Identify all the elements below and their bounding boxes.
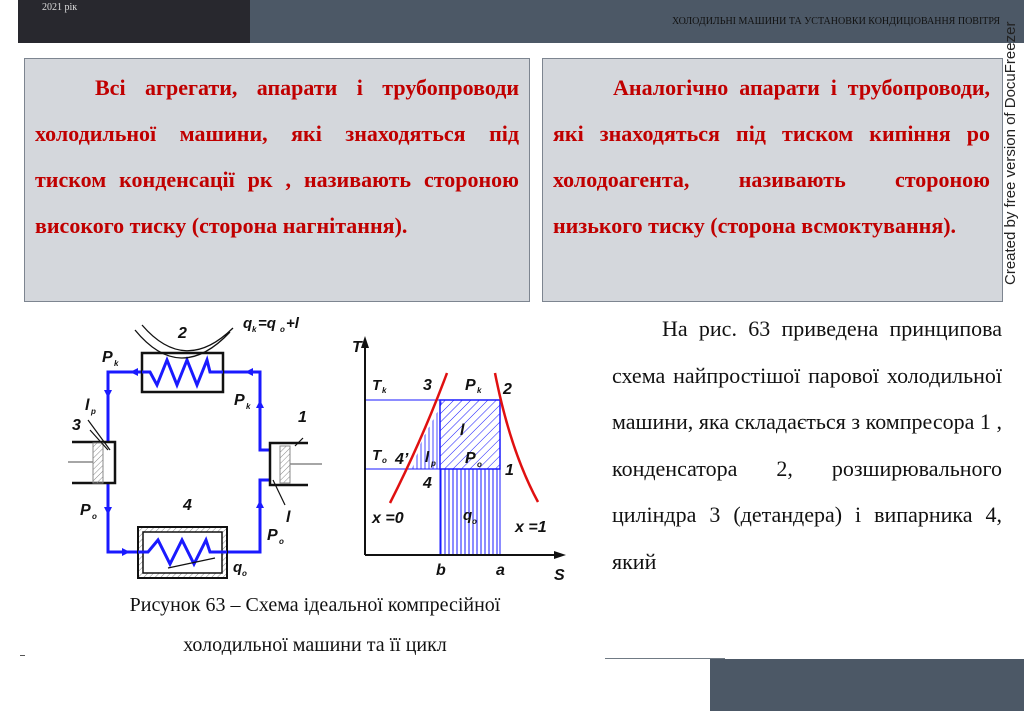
svg-text:x =0: x =0 (371, 510, 404, 527)
svg-text:o: o (382, 456, 387, 465)
svg-text:x =1: x =1 (514, 519, 547, 536)
svg-text:a: a (496, 562, 505, 579)
lp-area (412, 400, 444, 469)
low-pressure-text: Аналогічно апарати і трубопроводи, які з… (553, 75, 990, 238)
svg-text:T: T (352, 339, 363, 356)
evaporator-coil (138, 536, 227, 568)
svg-text:o: o (280, 325, 285, 334)
svg-text:2: 2 (177, 325, 187, 342)
svg-text:S: S (554, 567, 565, 584)
work-area (439, 399, 501, 470)
svg-text:P: P (80, 502, 91, 519)
svg-text:k: k (252, 325, 257, 334)
saturated-vapor-line (493, 372, 540, 503)
year-label: 2021 рік (42, 2, 78, 13)
high-pressure-text: Всі агрегати, апарати і трубопроводи хол… (35, 75, 519, 238)
svg-text:q: q (243, 315, 252, 332)
footer-divider (605, 658, 725, 659)
svg-text:P: P (234, 392, 245, 409)
svg-text:T: T (372, 377, 383, 394)
svg-text:l: l (460, 422, 465, 439)
svg-text:o: o (472, 517, 477, 526)
high-pressure-definition-box: Всі агрегати, апарати і трубопроводи хол… (24, 58, 530, 302)
header-band (250, 0, 1024, 43)
svg-text:3: 3 (423, 377, 432, 394)
svg-text:o: o (242, 569, 247, 578)
svg-text:o: o (279, 537, 284, 546)
svg-text:P: P (102, 349, 113, 366)
svg-text:k: k (246, 402, 251, 411)
body-paragraph: На рис. 63 приведена принципова схема на… (612, 306, 1002, 585)
svg-text:o: o (92, 512, 97, 521)
paragraph-text: На рис. 63 приведена принципова схема на… (612, 316, 1002, 574)
svg-text:l: l (286, 509, 291, 526)
svg-text:b: b (436, 562, 446, 579)
svg-text:4’: 4’ (394, 451, 409, 468)
header-left-block: 2021 рік (18, 0, 250, 43)
refrigerant-loop (106, 370, 270, 554)
document-title: ХОЛОДИЛЬНІ МАШИНИ ТА УСТАНОВКИ КОНДИЦІОВ… (671, 16, 1000, 27)
svg-text:P: P (267, 527, 278, 544)
svg-text:o: o (477, 460, 482, 469)
figure-caption: Рисунок 63 – Схема ідеальної компресійно… (60, 585, 570, 665)
svg-text:4: 4 (182, 497, 192, 514)
refrigeration-figure: 2 qk =qo +l Pk Pk lp 3 1 l Po Po 1 4 qo … (68, 315, 566, 584)
svg-text:l: l (85, 397, 90, 414)
condenser-coil (142, 355, 223, 390)
svg-text:P: P (465, 450, 476, 467)
svg-text:q: q (233, 559, 242, 576)
svg-text:l: l (425, 449, 430, 466)
svg-text:k: k (382, 386, 387, 395)
expander-piston (92, 442, 104, 484)
watermark: Created by free version of DocuFreezer (1002, 21, 1019, 285)
footer-dash (20, 655, 25, 656)
svg-text:q: q (463, 507, 472, 524)
svg-text:4: 4 (422, 475, 432, 492)
svg-text:+l: +l (286, 315, 300, 332)
svg-text:1: 1 (505, 462, 514, 479)
caption-line-2: холодильної машини та її цикл (183, 634, 447, 656)
qo-area (439, 468, 501, 556)
compressor-piston (279, 445, 291, 484)
low-pressure-definition-box: Аналогічно апарати і трубопроводи, які з… (542, 58, 1003, 302)
svg-text:=q: =q (258, 315, 276, 332)
svg-text:3: 3 (72, 417, 81, 434)
footer-block (710, 659, 1024, 711)
svg-text:P: P (465, 377, 476, 394)
svg-text:k: k (477, 386, 482, 395)
saturated-liquid-line (388, 372, 449, 504)
scheme: 2 qk =qo +l Pk Pk lp 3 1 l Po Po 1 4 qo (68, 315, 322, 579)
svg-text:2: 2 (502, 381, 512, 398)
compressor-cylinder (268, 441, 308, 487)
flow-arrows (104, 368, 264, 556)
svg-text:p: p (430, 459, 436, 468)
svg-text:p: p (90, 407, 96, 416)
svg-text:T: T (372, 447, 383, 464)
svg-text:k: k (114, 359, 119, 368)
svg-text:1: 1 (298, 409, 307, 426)
caption-line-1: Рисунок 63 – Схема ідеальної компресійно… (129, 594, 501, 616)
